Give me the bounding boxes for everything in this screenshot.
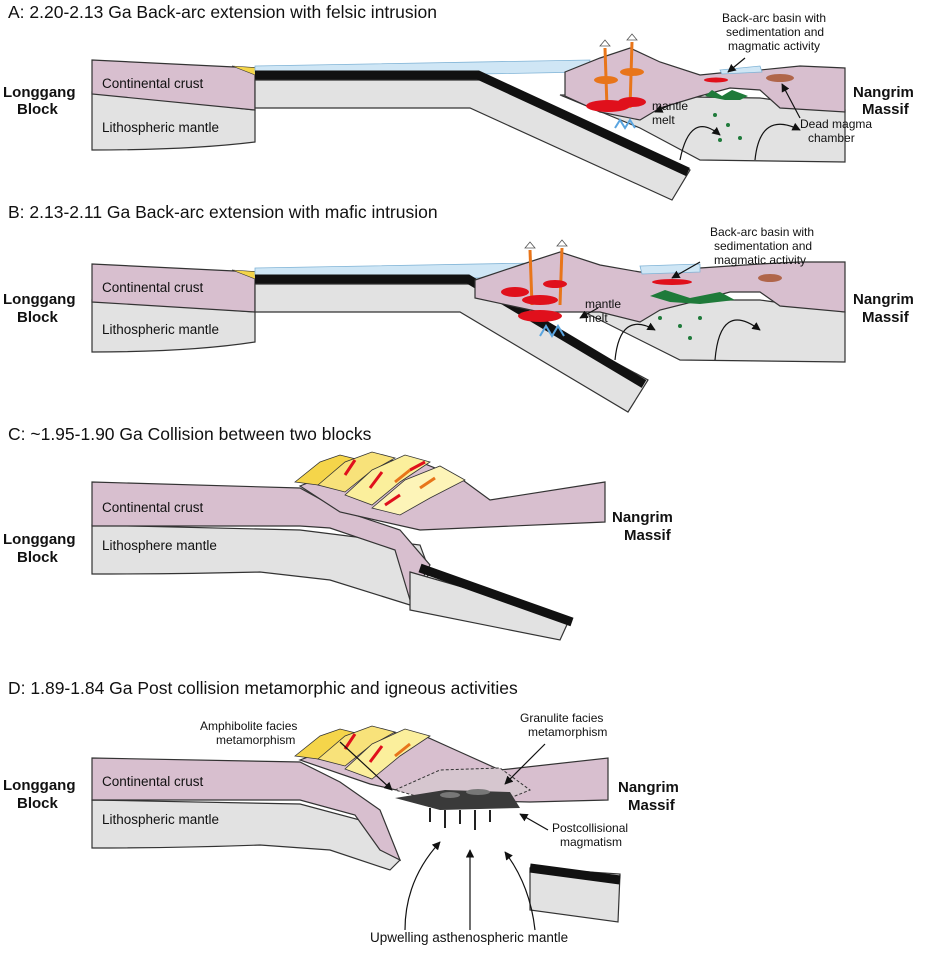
panel-d-postcollisional-1: Postcollisional: [552, 821, 628, 835]
panel-a-left-block-1: Longgang: [3, 84, 75, 101]
panel-c-slab-mantle: [409, 571, 571, 641]
panel-a-left-block-2: Block: [17, 101, 59, 118]
panel-c-crust-label: Continental crust: [102, 500, 204, 515]
panel-b-basin-note-1: Back-arc basin with: [710, 225, 814, 239]
panel-d-postcollisional-2: magmatism: [560, 835, 622, 849]
panel-d-granulite-2: metamorphism: [528, 725, 607, 739]
panel-b-mafic-intrusion: [501, 239, 568, 322]
panel-c-orogenic-wedge: [294, 451, 466, 516]
panel-b-crust-label: Continental crust: [102, 280, 204, 295]
panel-a-title: A: 2.20-2.13 Ga Back-arc extension with …: [8, 2, 437, 22]
panel-a-basin-note-1: Back-arc basin with: [722, 11, 826, 25]
panel-d: D: 1.89-1.84 Ga Post collision metamorph…: [3, 678, 679, 945]
panel-c-right-block-2: Massif: [624, 527, 672, 544]
panel-d-granulite-1: Granulite facies: [520, 711, 603, 725]
panel-a-dead-chamber: [766, 74, 794, 82]
panel-b: B: 2.13-2.11 Ga Back-arc extension with …: [3, 202, 914, 413]
panel-d-left-block-1: Longgang: [3, 777, 75, 794]
panel-a-right-block-2: Massif: [862, 101, 910, 118]
panel-d-left-crust: [91, 757, 402, 862]
panel-a-melt-note-2: melt: [652, 113, 675, 127]
panel-a-melt-note-1: mantle: [652, 99, 688, 113]
panel-a-basin-note-3: magmatic activity: [728, 39, 820, 53]
panel-a-felsic-intrusion: [586, 33, 646, 112]
panel-b-right-block-2: Massif: [862, 309, 910, 326]
panel-b-mafic-melt: [650, 290, 735, 340]
panel-b-title: B: 2.13-2.11 Ga Back-arc extension with …: [8, 202, 438, 222]
panel-a-dead-chamber-1: Dead magma: [800, 117, 872, 131]
panel-a-right-block-1: Nangrim: [853, 84, 914, 101]
panel-d-mantle-label: Lithospheric mantle: [102, 812, 219, 827]
panel-c-right-block-1: Nangrim: [612, 509, 673, 526]
panel-d-amphibolite-1: Amphibolite facies: [200, 719, 297, 733]
panel-d-upwelling-label: Upwelling asthenospheric mantle: [370, 930, 568, 945]
panel-d-amphibolite-2: metamorphism: [216, 733, 295, 747]
panel-c-slab: [418, 563, 574, 627]
panel-a-slab: [255, 70, 690, 177]
panel-b-slab: [255, 274, 647, 388]
panel-a-dead-chamber-2: chamber: [808, 131, 855, 145]
panel-b-melt-note-1: mantle: [585, 297, 621, 311]
panel-d-left-block-2: Block: [17, 795, 59, 812]
panel-b-left-block-1: Longgang: [3, 291, 75, 308]
panel-b-left-mantle: [91, 299, 256, 353]
panel-b-right-block-1: Nangrim: [853, 291, 914, 308]
panel-c-left-block-1: Longgang: [3, 531, 75, 548]
panel-c-title: C: ~1.95-1.90 Ga Collision between two b…: [8, 424, 372, 444]
panel-a-crust-label: Continental crust: [102, 76, 204, 91]
panel-c: C: ~1.95-1.90 Ga Collision between two b…: [3, 424, 673, 641]
panel-a-mafic-melt: [705, 90, 748, 142]
panel-d-right-block-2: Massif: [628, 797, 676, 814]
panel-a-left-crust: [91, 59, 256, 111]
panel-d-granulite-fill: [395, 790, 520, 810]
panel-b-basin-note-2: sedimentation and: [714, 239, 812, 253]
panel-a-basin-note-2: sedimentation and: [726, 25, 824, 39]
panel-b-melt-note-2: melt: [585, 311, 608, 325]
panel-d-right-block-1: Nangrim: [618, 779, 679, 796]
panel-c-mantle-label: Lithosphere mantle: [102, 538, 217, 553]
panel-d-postcollisional-magma: [429, 789, 491, 830]
panel-d-left-mantle: [91, 799, 401, 871]
panel-c-left-block-2: Block: [17, 549, 59, 566]
panel-d-detached-slab: [529, 863, 621, 885]
panel-b-basin-note-3: magmatic activity: [714, 253, 806, 267]
panel-d-crust-label: Continental crust: [102, 774, 204, 789]
panel-a-mantle-label: Lithospheric mantle: [102, 120, 219, 135]
panel-d-title: D: 1.89-1.84 Ga Post collision metamorph…: [8, 678, 518, 698]
panel-b-left-block-2: Block: [17, 309, 59, 326]
panel-b-mantle-label: Lithospheric mantle: [102, 322, 219, 337]
panel-a: A: 2.20-2.13 Ga Back-arc extension with …: [3, 2, 914, 201]
panel-b-right-crust: [474, 251, 846, 323]
